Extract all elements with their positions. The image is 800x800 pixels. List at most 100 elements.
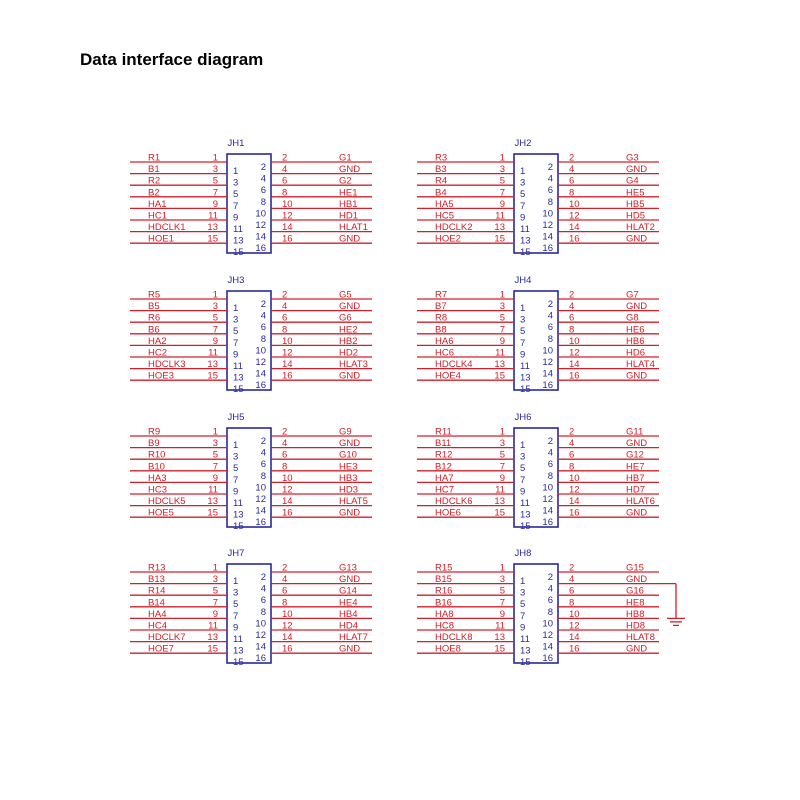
pin-number-outer: 14 <box>282 496 293 507</box>
net-label-right: HE6 <box>626 324 644 335</box>
pin-number-outer: 3 <box>500 438 505 449</box>
pin-number-inner: 16 <box>255 243 266 254</box>
pin-number-inner: 10 <box>255 345 266 356</box>
pin-number-inner: 7 <box>233 338 238 349</box>
net-label-left: HC3 <box>148 485 167 496</box>
pin-number-inner: 16 <box>542 517 553 528</box>
pin-number-inner: 6 <box>548 185 553 196</box>
pin-number-inner: 2 <box>261 299 266 310</box>
pin-number-inner: 5 <box>520 463 525 474</box>
pin-number-inner: 7 <box>520 338 525 349</box>
pin-number-outer: 9 <box>213 473 218 484</box>
net-label-right: HB3 <box>339 473 357 484</box>
net-label-right: G3 <box>626 153 639 164</box>
net-label-right: HD3 <box>339 485 358 496</box>
connector-body <box>513 153 559 254</box>
connector-name: JH6 <box>515 412 532 423</box>
net-label-right: GND <box>626 644 647 655</box>
net-label-right: G4 <box>626 176 639 187</box>
pin-number-inner: 2 <box>548 436 553 447</box>
pin-number-inner: 6 <box>548 595 553 606</box>
pin-number-inner: 10 <box>255 618 266 629</box>
net-label-right: GND <box>626 574 647 585</box>
pin-number-outer: 3 <box>213 164 218 175</box>
net-label-right: GND <box>626 371 647 382</box>
net-label-right: HE2 <box>339 324 357 335</box>
pin-number-inner: 15 <box>233 247 244 258</box>
pin-number-outer: 7 <box>500 597 505 608</box>
pin-number-inner: 3 <box>520 315 525 326</box>
pin-number-outer: 2 <box>569 563 574 574</box>
net-label-left: HOE2 <box>435 234 461 245</box>
pin-number-outer: 2 <box>569 153 574 164</box>
pin-number-inner: 9 <box>233 486 238 497</box>
pin-number-outer: 15 <box>494 371 505 382</box>
net-label-left: HC8 <box>435 621 454 632</box>
pin-number-outer: 9 <box>500 199 505 210</box>
net-label-right: HB6 <box>626 336 644 347</box>
pin-number-outer: 10 <box>569 336 580 347</box>
pin-number-outer: 10 <box>569 473 580 484</box>
pin-number-inner: 15 <box>233 657 244 668</box>
pin-number-outer: 8 <box>569 461 574 472</box>
net-label-left: R13 <box>148 563 165 574</box>
net-label-left: HA5 <box>435 199 453 210</box>
pin-number-outer: 2 <box>282 290 287 301</box>
net-label-left: B3 <box>435 164 447 175</box>
pin-number-inner: 10 <box>542 618 553 629</box>
net-label-right: HB1 <box>339 199 357 210</box>
pin-number-outer: 11 <box>208 485 218 496</box>
net-label-left: HA4 <box>148 609 166 620</box>
net-label-left: HDCLK4 <box>435 359 473 370</box>
pin-number-outer: 9 <box>213 336 218 347</box>
pin-number-inner: 11 <box>520 634 530 645</box>
net-label-left: HC7 <box>435 485 454 496</box>
pin-number-outer: 5 <box>213 313 218 324</box>
net-label-left: HDCLK8 <box>435 632 473 643</box>
pin-number-inner: 4 <box>261 584 266 595</box>
pin-number-outer: 14 <box>569 359 580 370</box>
pin-number-outer: 11 <box>208 621 218 632</box>
pin-number-outer: 11 <box>495 621 505 632</box>
net-label-right: HB5 <box>626 199 644 210</box>
pin-number-inner: 4 <box>548 448 553 459</box>
pin-number-outer: 3 <box>500 301 505 312</box>
pin-number-inner: 14 <box>542 506 553 517</box>
pin-number-inner: 8 <box>261 197 266 208</box>
pin-number-outer: 12 <box>569 621 580 632</box>
pin-number-outer: 4 <box>569 438 574 449</box>
pin-number-outer: 6 <box>569 586 574 597</box>
pin-number-inner: 3 <box>233 178 238 189</box>
pin-number-inner: 1 <box>233 303 238 314</box>
pin-number-inner: 3 <box>520 178 525 189</box>
pin-number-outer: 8 <box>282 597 287 608</box>
pin-number-outer: 2 <box>282 427 287 438</box>
net-label-right: G12 <box>626 450 644 461</box>
net-label-left: HA6 <box>435 336 453 347</box>
pin-number-outer: 2 <box>569 290 574 301</box>
net-label-left: HOE3 <box>148 371 174 382</box>
pin-number-outer: 10 <box>282 609 293 620</box>
net-label-right: G14 <box>339 586 357 597</box>
pin-number-inner: 13 <box>520 236 531 247</box>
net-label-left: R15 <box>435 563 452 574</box>
net-label-left: B12 <box>435 461 452 472</box>
pin-number-outer: 4 <box>282 301 287 312</box>
net-label-right: HLAT4 <box>626 359 655 370</box>
pin-number-outer: 15 <box>494 508 505 519</box>
pin-number-outer: 9 <box>500 473 505 484</box>
net-label-right: G6 <box>339 313 352 324</box>
pin-number-outer: 7 <box>213 324 218 335</box>
pin-number-inner: 14 <box>255 642 266 653</box>
pin-number-inner: 1 <box>520 166 525 177</box>
pin-number-outer: 8 <box>569 187 574 198</box>
pin-number-outer: 5 <box>500 586 505 597</box>
net-label-left: HDCLK2 <box>435 222 473 233</box>
pin-number-inner: 3 <box>233 315 238 326</box>
net-label-right: GND <box>339 574 360 585</box>
pin-number-inner: 9 <box>520 212 525 223</box>
pin-number-inner: 3 <box>520 588 525 599</box>
pin-number-outer: 13 <box>494 496 505 507</box>
